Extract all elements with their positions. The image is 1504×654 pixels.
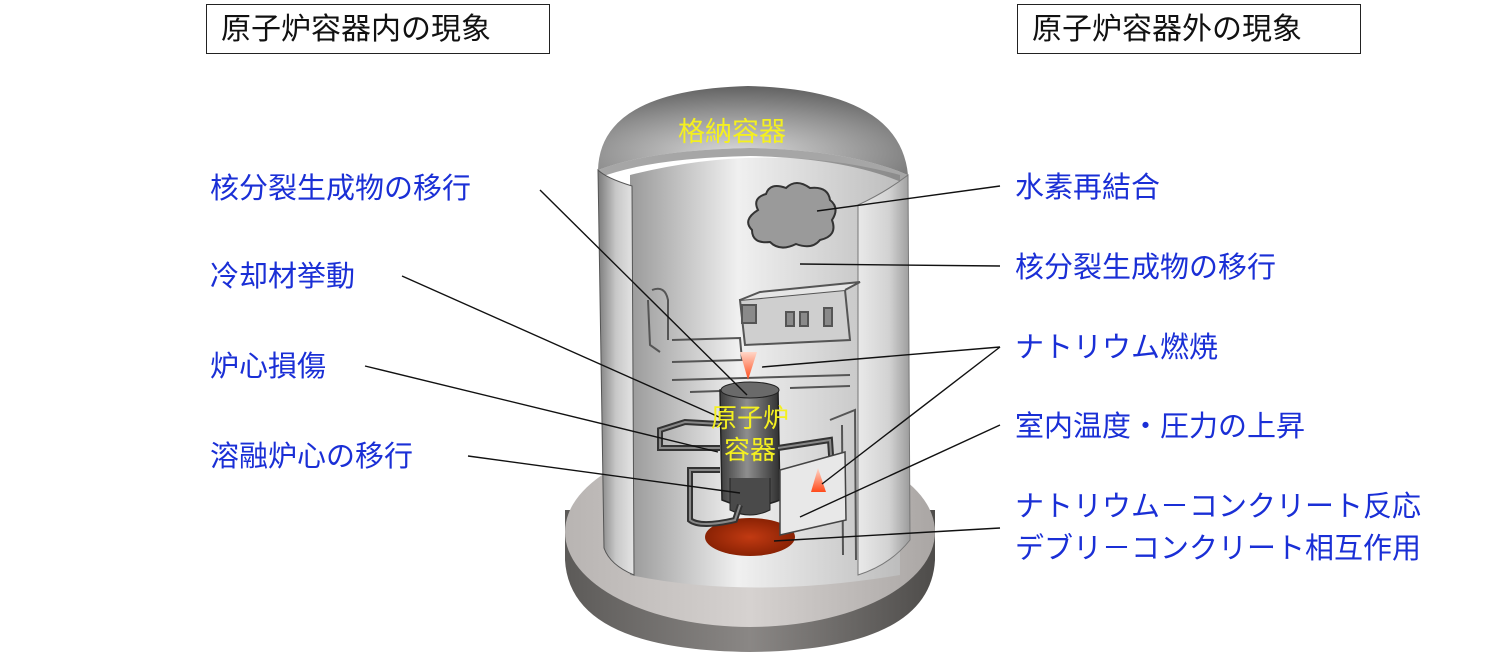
right-label-debris-concrete: デブリ－コンクリート相互作用: [1015, 531, 1422, 565]
vessel-label-line2: 容器: [723, 436, 776, 466]
right-label-sodium-fire: ナトリウム燃焼: [1015, 330, 1219, 364]
dome: [598, 86, 908, 175]
left-label-fp-transport: 核分裂生成物の移行: [210, 171, 472, 205]
right-label-fp-transport: 核分裂生成物の移行: [1015, 250, 1277, 284]
left-wall: [597, 168, 635, 576]
sodium-fire-lower: [811, 468, 826, 492]
in-vessel-heading: 原子炉容器内の現象: [206, 4, 550, 54]
right-label-sodium-concrete: ナトリウム－コンクリート反応: [1015, 489, 1422, 523]
sodium-fire-upper: [740, 352, 757, 380]
leader-lines: [364, 185, 1001, 542]
left-label-coolant-behavior: 冷却材挙動: [210, 259, 356, 293]
ex-vessel-heading: 原子炉容器外の現象: [1017, 4, 1361, 54]
left-label-core-damage: 炉心損傷: [210, 349, 327, 383]
right-label-temp-pressure-rise: 室内温度・圧力の上昇: [1015, 409, 1306, 443]
right-label-hydrogen-recombination: 水素再結合: [1015, 170, 1161, 204]
right-wall: [857, 173, 911, 576]
hydrogen-cloud: [747, 182, 837, 249]
vessel-label-line1: 原子炉: [710, 404, 789, 434]
containment-label: 格納容器: [678, 117, 786, 148]
debris-pool: [705, 518, 795, 556]
left-label-molten-core-transport: 溶融炉心の移行: [210, 439, 414, 473]
